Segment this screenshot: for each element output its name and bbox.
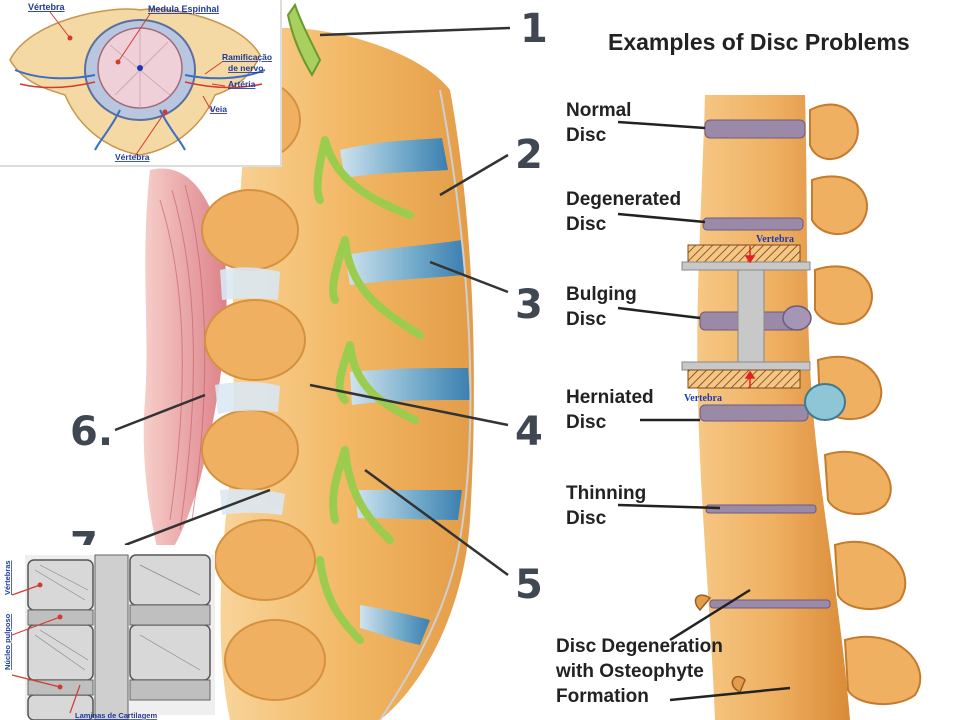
label-normal-disc-1: Normal bbox=[566, 100, 631, 121]
label-herniated-disc-2: Disc bbox=[566, 412, 607, 433]
label-ramificacao: Ramificação bbox=[222, 52, 272, 62]
panel-title: Examples of Disc Problems bbox=[608, 29, 910, 55]
label-osteophyte-3: Formation bbox=[556, 686, 649, 707]
label-number-2: 2 bbox=[515, 132, 543, 178]
muscle-band bbox=[143, 168, 227, 560]
sagittal-section-diagram: Vértebras Núcleo pulposo Laminas de Cart… bbox=[3, 554, 215, 720]
bulging-disc-knob bbox=[782, 305, 812, 331]
label-number-1: 1 bbox=[520, 6, 548, 52]
overlay-vertebra-top: Vertebra bbox=[756, 234, 794, 245]
intervertebral-discs bbox=[340, 138, 470, 645]
cross-section-inset: Vértebra Medula Espinhal Ramificação de … bbox=[0, 0, 282, 167]
label-number-5: 5 bbox=[515, 562, 543, 608]
label-veia: Veia bbox=[210, 104, 227, 114]
load-diagram-overlay: Vertebra Vertebra bbox=[681, 234, 811, 404]
label-medula: Medula Espinhal bbox=[148, 4, 219, 14]
label-vertebra-top: Vértebra bbox=[28, 2, 66, 12]
cross-section-diagram: Vértebra Medula Espinhal Ramificação de … bbox=[9, 2, 272, 162]
label-degenerated-disc-1: Degenerated bbox=[566, 189, 681, 210]
disc-problems-panel: Examples of Disc Problems bbox=[555, 29, 922, 720]
label-osteophyte-2: with Osteophyte bbox=[555, 661, 704, 682]
nerve-roots bbox=[313, 136, 424, 644]
label-thinning-disc-2: Disc bbox=[566, 508, 607, 529]
label-arteria: Artéria bbox=[228, 79, 256, 89]
label-laminas: Laminas de Cartilagem bbox=[75, 711, 157, 720]
label-bulging-disc-2: Disc bbox=[566, 309, 607, 330]
spinal-cord bbox=[286, 2, 322, 78]
label-vertebra-bottom: Vértebra bbox=[115, 152, 150, 162]
label-thinning-disc-1: Thinning bbox=[566, 483, 646, 504]
label-degenerated-disc-2: Disc bbox=[566, 214, 607, 235]
label-osteophyte-1: Disc Degeneration bbox=[556, 636, 723, 657]
label-herniated-disc-1: Herniated bbox=[566, 387, 654, 408]
sagittal-section-inset: Vértebras Núcleo pulposo Laminas de Cart… bbox=[0, 545, 215, 720]
label-nucleo-pulposo: Núcleo pulposo bbox=[3, 613, 12, 670]
herniated-disc-blob bbox=[804, 383, 846, 421]
label-bulging-disc-1: Bulging bbox=[566, 284, 637, 305]
label-normal-disc-2: Disc bbox=[566, 125, 607, 146]
label-vertebras: Vértebras bbox=[3, 560, 12, 595]
overlay-vertebra-bottom: Vertebra bbox=[684, 393, 722, 404]
label-number-3: 3 bbox=[515, 282, 543, 328]
label-number-4: 4 bbox=[515, 409, 543, 455]
label-de-nervo: de nervo bbox=[228, 63, 263, 73]
label-number-6: 6. bbox=[70, 409, 113, 455]
